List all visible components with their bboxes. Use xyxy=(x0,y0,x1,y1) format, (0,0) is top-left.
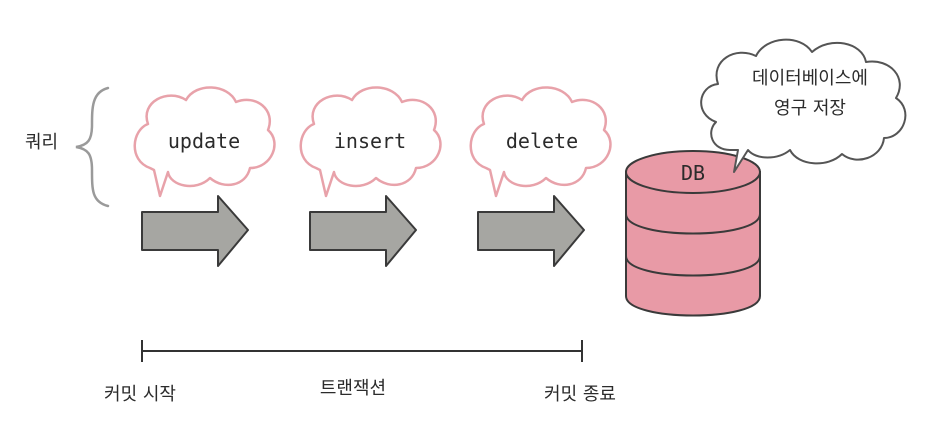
query-label-delete: delete xyxy=(506,129,578,153)
flow-arrow-2 xyxy=(309,195,417,267)
db-label: DB xyxy=(681,161,705,185)
transaction-label: 트랜잭션 xyxy=(320,378,386,399)
flow-arrow-3 xyxy=(477,195,585,267)
query-label: 쿼리 xyxy=(25,132,58,153)
query-brace xyxy=(75,86,110,208)
commit-start-label: 커밋 시작 xyxy=(104,384,176,405)
query-label-update: update xyxy=(168,129,240,153)
database-cylinder: DB xyxy=(625,150,761,317)
query-label-insert: insert xyxy=(334,129,406,153)
query-cloud-update: update xyxy=(133,86,276,198)
commit-end-label: 커밋 종료 xyxy=(544,384,616,405)
db-note-line1: 데이터베이스에 xyxy=(752,68,868,89)
query-cloud-delete: delete xyxy=(469,86,612,198)
db-note-cloud: 데이터베이스에 영구 저장 xyxy=(700,38,907,173)
db-note-line2: 영구 저장 xyxy=(774,98,846,119)
flow-arrow-1 xyxy=(141,195,249,267)
transaction-timeline xyxy=(141,340,583,362)
query-cloud-insert: insert xyxy=(299,86,442,198)
